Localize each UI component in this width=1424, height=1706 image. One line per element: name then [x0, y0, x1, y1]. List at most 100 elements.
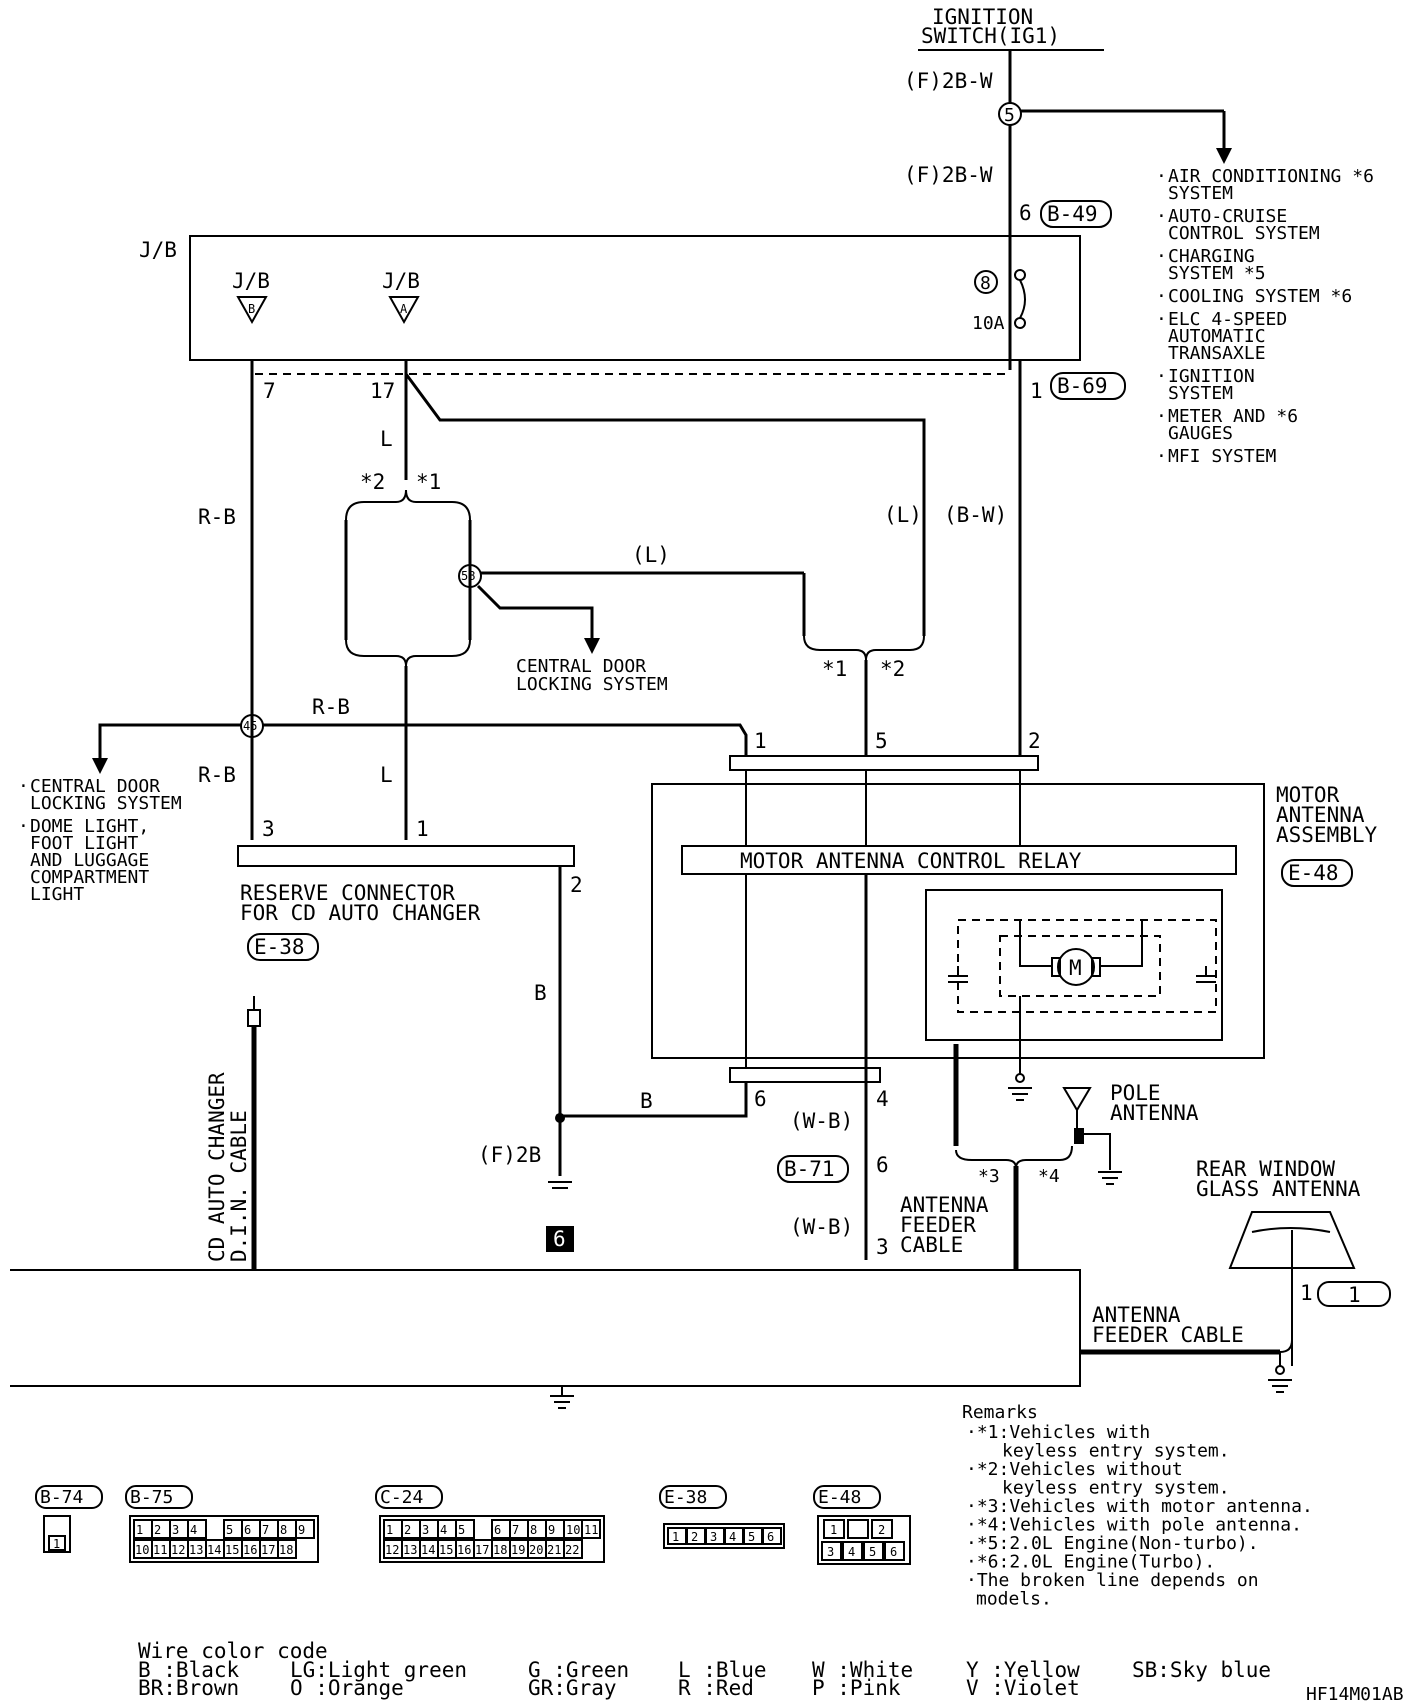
system-right-item: AUTO-CRUISE — [1168, 206, 1287, 227]
pin-cell — [295, 1519, 315, 1539]
reserve-label-1: RESERVE CONNECTOR — [240, 881, 455, 905]
system-right-item: CONTROL SYSTEM — [1168, 223, 1320, 244]
jb-b-letter: B — [248, 302, 255, 316]
pin-num: 14 — [207, 1543, 221, 1557]
pin-num: 20 — [529, 1543, 543, 1557]
color-code-entry: LG:Light green — [290, 1658, 467, 1682]
system-left-item: AND LUGGAGE — [30, 850, 149, 871]
system-left-item: DOME LIGHT, — [30, 816, 149, 837]
pin-num: 7 — [262, 1523, 269, 1537]
afc2-1: ANTENNA — [1092, 1303, 1181, 1327]
bullet: · — [1156, 286, 1167, 307]
pin-cell — [823, 1519, 845, 1539]
pin-num: 16 — [457, 1543, 471, 1557]
system-right-item: SYSTEM — [1168, 183, 1233, 204]
pin-num: 15 — [225, 1543, 239, 1557]
connector-id-badge — [375, 1485, 443, 1509]
remark-line: keyless entry system. — [1002, 1478, 1230, 1499]
connector-id: E-48 — [818, 1487, 861, 1508]
color-code-entry: B :Black — [138, 1658, 240, 1682]
system-right-item: ELC 4-SPEED — [1168, 309, 1287, 330]
pin-num: 1 — [672, 1530, 679, 1544]
pin-num: 8 — [530, 1523, 537, 1537]
radio-unit-box — [10, 1269, 1081, 1387]
bullet: · — [1156, 406, 1167, 427]
pin-6-bottom: 6 — [754, 1087, 767, 1111]
pin-1-rear: 1 — [1300, 1281, 1313, 1305]
afc1-3: CABLE — [900, 1233, 963, 1257]
pin-cell — [842, 1541, 863, 1561]
pin-num: 17 — [475, 1543, 489, 1557]
wire-label-rb-2: R-B — [312, 695, 350, 719]
pin-6-b71: 6 — [876, 1153, 889, 1177]
wire-label-l-2: L — [380, 763, 393, 787]
color-code-entry: L :Blue — [678, 1658, 767, 1682]
connector-body — [379, 1515, 605, 1563]
pin-cell — [821, 1541, 842, 1561]
conn-1: 1 — [1348, 1283, 1361, 1307]
color-code-entry: GR:Gray — [528, 1676, 617, 1700]
remark-line: keyless entry system. — [1002, 1441, 1230, 1462]
wire-label-l-paren-1: (L) — [884, 503, 922, 527]
pin-num: 5 — [226, 1523, 233, 1537]
pin-num: 15 — [439, 1543, 453, 1557]
wire-label-rb-1: R-B — [198, 505, 236, 529]
connector-id-badge — [659, 1485, 727, 1509]
connector-id-badge — [35, 1485, 103, 1509]
system-left-item: CENTRAL DOOR — [30, 776, 160, 797]
connector-body — [817, 1515, 911, 1565]
jb-a-letter: A — [400, 302, 408, 316]
color-code-entry: R :Red — [678, 1676, 754, 1700]
wire-label-wb-1: (W-B) — [790, 1109, 853, 1133]
conn-b71: B-71 — [784, 1157, 835, 1181]
ground-6-text: 6 — [553, 1227, 566, 1251]
system-right-item: AUTOMATIC — [1168, 326, 1266, 347]
remark-line: ·*5:2.0L Engine(Non-turbo). — [966, 1533, 1259, 1554]
jb-label: J/B — [139, 238, 177, 262]
fuse-8-text: 8 — [980, 273, 991, 294]
system-left-item: LIGHT — [30, 884, 84, 905]
color-code-entry: BR:Brown — [138, 1676, 239, 1700]
pole-antenna-1: POLE — [1110, 1081, 1161, 1105]
pole-antenna-2: ANTENNA — [1110, 1101, 1199, 1125]
remarks-title: Remarks — [962, 1402, 1038, 1423]
pin-num: 14 — [421, 1543, 435, 1557]
pin-num: 13 — [189, 1543, 203, 1557]
motor-symbol: M — [1069, 956, 1082, 980]
splice-5-label: 5 — [1004, 105, 1015, 126]
pin-num: 1 — [136, 1523, 143, 1537]
splice-58 — [458, 564, 482, 588]
connector-id: B-74 — [40, 1487, 83, 1508]
ground-6-badge — [546, 1226, 574, 1252]
pin-3-res: 3 — [262, 817, 275, 841]
pin-num: 4 — [440, 1523, 447, 1537]
assembly-label-2: ANTENNA — [1276, 803, 1365, 827]
arrow-central-door — [584, 638, 600, 654]
mark-star2-b: *2 — [880, 657, 905, 681]
pin-5-relay: 5 — [875, 729, 888, 753]
pin-cell — [762, 1527, 782, 1545]
assembly-label-1: MOTOR — [1276, 783, 1340, 807]
remark-line: models. — [976, 1589, 1052, 1610]
wire-label-b-2: B — [640, 1089, 653, 1113]
relay-label: MOTOR ANTENNA CONTROL RELAY — [740, 849, 1082, 873]
pin-num: 3 — [422, 1523, 429, 1537]
bullet: · — [1156, 366, 1167, 387]
pin-num: 16 — [243, 1543, 257, 1557]
color-code-entry: W :White — [812, 1658, 913, 1682]
system-left-item: LOCKING SYSTEM — [30, 793, 182, 814]
connector-id-badge — [813, 1485, 881, 1509]
arrow-left-systems — [92, 758, 108, 774]
pin-num: 4 — [190, 1523, 197, 1537]
color-code-entry: Y :Yellow — [966, 1658, 1080, 1682]
pin-cell — [187, 1519, 207, 1539]
connector-body — [129, 1515, 319, 1563]
afc2-2: FEEDER CABLE — [1092, 1323, 1244, 1347]
pin-num: 8 — [280, 1523, 287, 1537]
pin-num: 12 — [385, 1543, 399, 1557]
system-left-item: COMPARTMENT — [30, 867, 149, 888]
wire-label-l-paren-2: (L) — [632, 543, 670, 567]
relay-connector-top — [729, 755, 1039, 771]
